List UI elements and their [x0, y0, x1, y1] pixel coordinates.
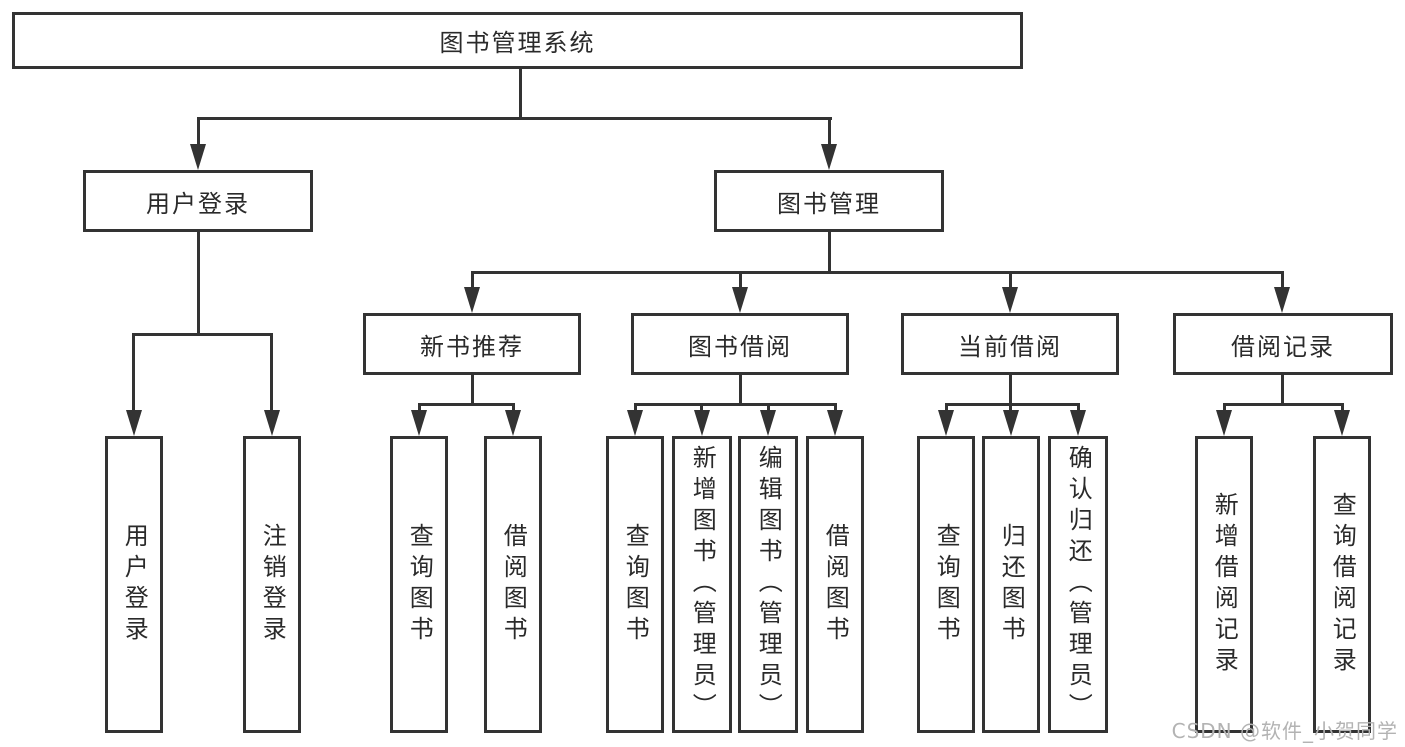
leaf-label: 用户登录 [120, 522, 149, 647]
connector-line [700, 403, 703, 413]
arrow-down-icon [264, 410, 280, 436]
connector-line [1341, 403, 1344, 413]
connector-line [1077, 403, 1080, 413]
connector-line [1281, 375, 1284, 406]
connector-line [1009, 271, 1012, 289]
leaf-edit-books-admin: 编辑图书（管理员） [738, 436, 798, 733]
leaf-logout: 注销登录 [243, 436, 301, 733]
connector-line [197, 117, 200, 147]
arrow-down-icon [627, 410, 643, 436]
arrow-down-icon [732, 287, 748, 313]
arrow-down-icon [464, 287, 480, 313]
leaf-return-books: 归还图书 [982, 436, 1040, 733]
node-new-book-recommend: 新书推荐 [363, 313, 581, 375]
connector-line [834, 403, 837, 413]
connector-line [471, 271, 474, 289]
arrow-down-icon [126, 410, 142, 436]
arrow-down-icon [1216, 410, 1232, 436]
node-book-management: 图书管理 [714, 170, 944, 232]
connector-line [1281, 271, 1284, 289]
leaf-label: 查询图书 [621, 522, 650, 647]
arrow-down-icon [760, 410, 776, 436]
connector-line [767, 403, 770, 413]
connector-line [828, 117, 831, 147]
leaf-query-books: 查询图书 [390, 436, 448, 733]
leaf-borrow-books: 借阅图书 [806, 436, 864, 733]
arrow-down-icon [190, 144, 206, 170]
connector-line [471, 375, 474, 406]
connector-line [1223, 403, 1344, 406]
connector-line [512, 403, 515, 413]
arrow-down-icon [1274, 287, 1290, 313]
leaf-add-borrow-record: 新增借阅记录 [1195, 436, 1253, 733]
arrow-down-icon [821, 144, 837, 170]
leaf-label: 查询图书 [405, 522, 434, 647]
leaf-label: 新增图书（管理员） [688, 445, 717, 724]
arrow-down-icon [411, 410, 427, 436]
leaf-label: 确认归还（管理员） [1064, 445, 1093, 724]
leaf-label: 注销登录 [258, 522, 287, 647]
arrow-down-icon [1334, 410, 1350, 436]
leaf-query-books: 查询图书 [917, 436, 975, 733]
node-library-management-system: 图书管理系统 [12, 12, 1023, 69]
arrow-down-icon [505, 410, 521, 436]
leaf-confirm-return-admin: 确认归还（管理员） [1048, 436, 1108, 733]
connector-line [945, 403, 1080, 406]
leaf-label: 借阅图书 [499, 522, 528, 647]
connector-line [519, 69, 522, 119]
connector-line [634, 403, 637, 413]
leaf-borrow-books: 借阅图书 [484, 436, 542, 733]
leaf-label: 查询借阅记录 [1328, 491, 1357, 678]
connector-line [270, 333, 273, 413]
arrow-down-icon [694, 410, 710, 436]
leaf-label: 编辑图书（管理员） [754, 445, 783, 724]
connector-line [471, 271, 1284, 274]
connector-line [634, 403, 837, 406]
leaf-query-borrow-record: 查询借阅记录 [1313, 436, 1371, 733]
csdn-watermark: CSDN @软件_小贺同学 [1171, 719, 1398, 743]
connector-line [1009, 403, 1012, 413]
leaf-label: 查询图书 [932, 522, 961, 647]
node-current-borrowing: 当前借阅 [901, 313, 1119, 375]
arrow-down-icon [1003, 410, 1019, 436]
leaf-query-books: 查询图书 [606, 436, 664, 733]
arrow-down-icon [827, 410, 843, 436]
connector-line [197, 232, 200, 336]
connector-line [418, 403, 421, 413]
arrow-down-icon [1070, 410, 1086, 436]
connector-line [1223, 403, 1226, 413]
connector-line [1009, 375, 1012, 406]
node-user-login: 用户登录 [83, 170, 313, 232]
node-borrowing-records: 借阅记录 [1173, 313, 1393, 375]
connector-line [132, 333, 135, 413]
connector-line [945, 403, 948, 413]
arrow-down-icon [1002, 287, 1018, 313]
connector-line [418, 403, 515, 406]
arrow-down-icon [938, 410, 954, 436]
leaf-label: 新增借阅记录 [1210, 491, 1239, 678]
connector-line [739, 271, 742, 289]
connector-line [828, 232, 831, 274]
leaf-add-books-admin: 新增图书（管理员） [672, 436, 732, 733]
connector-line [197, 117, 832, 120]
connector-line [132, 333, 273, 336]
leaf-user-login: 用户登录 [105, 436, 163, 733]
connector-line [739, 375, 742, 406]
leaf-label: 借阅图书 [821, 522, 850, 647]
leaf-label: 归还图书 [997, 522, 1026, 647]
node-book-borrowing: 图书借阅 [631, 313, 849, 375]
